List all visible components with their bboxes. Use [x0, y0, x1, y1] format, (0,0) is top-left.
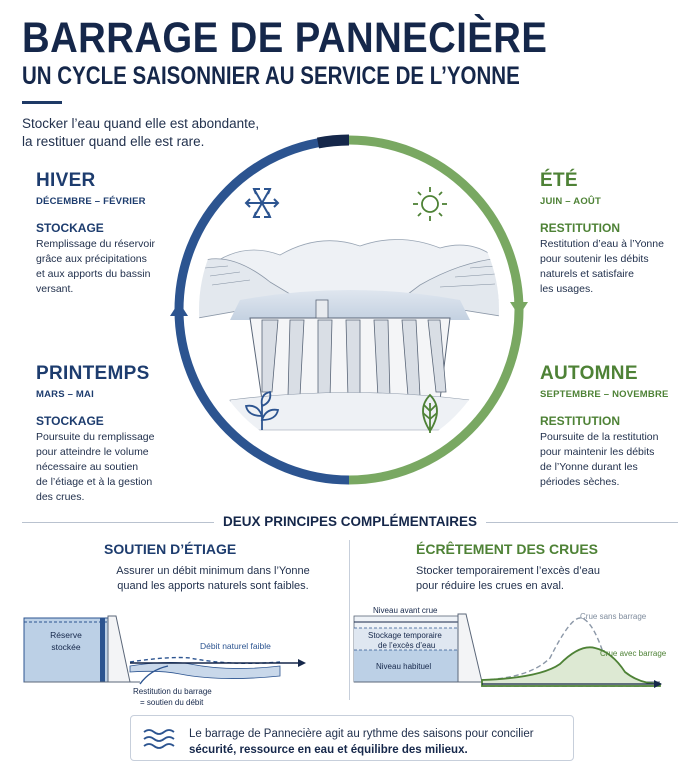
season-name: HIVER: [36, 170, 96, 191]
arrow-blue-up: [170, 302, 188, 316]
principle-left-heading: SOUTIEN D’ÉTIAGE: [104, 541, 237, 557]
description-line: périodes sèches.: [540, 476, 620, 488]
season-name: PRINTEMPS: [36, 363, 150, 384]
description-line: grâce aux précipitations: [36, 253, 147, 265]
crue-avec-label: Crue avec barrage: [600, 649, 667, 658]
season-months: SEPTEMBRE – NOVEMBRE: [540, 389, 669, 400]
description-line: pour soutenir les débits: [540, 253, 649, 265]
principle-line: Assurer un débit minimum dans l’Yonne: [116, 565, 310, 577]
season-months: MARS – MAI: [36, 389, 94, 400]
ring-top-cap: [316, 134, 350, 149]
intro-line-2: la restituer quand elle est rare.: [22, 134, 205, 149]
season-name: AUTOMNE: [540, 363, 638, 384]
etiage-diagram: Réserve stockée Débit naturel faible Res…: [23, 615, 306, 707]
principle-left-text: Assurer un débit minimum dans l’Yonne qu…: [98, 564, 328, 594]
niveau-habituel-label: Niveau habituel: [376, 662, 431, 671]
restitution-arrow: [139, 665, 169, 685]
principles-title: DEUX PRINCIPES COMPLÉMENTAIRES: [222, 514, 478, 529]
principles-column-divider: [349, 540, 350, 700]
temporary-storage: [354, 628, 458, 650]
description-line: Poursuite du remplissage: [36, 431, 155, 443]
intro-line-1: Stocker l’eau quand elle est abondante,: [22, 116, 260, 131]
footer-line: Le barrage de Pannecière agit au rythme …: [189, 728, 534, 740]
footer-text: Le barrage de Pannecière agit au rythme …: [189, 726, 534, 758]
description-line: Poursuite de la restitution: [540, 431, 659, 443]
restitution-label: Restitution du barrage: [133, 687, 212, 696]
season-description: Restitution d’eau à l’Yonne pour souteni…: [540, 237, 690, 297]
description-line: naturels et satisfaire: [540, 268, 634, 280]
season-hiver: HIVER DÉCEMBRE – FÉVRIER STOCKAGE Rempli…: [36, 170, 186, 297]
season-ete: ÉTÉ JUIN – AOÛT RESTITUTION Restitution …: [540, 170, 690, 297]
sprout-icon: [244, 390, 280, 430]
crue-sans-label: Crue sans barrage: [580, 612, 647, 621]
season-name: ÉTÉ: [540, 170, 578, 191]
page-subtitle: UN CYCLE SAISONNIER AU SERVICE DE L’YONN…: [22, 62, 520, 90]
description-line: les usages.: [540, 283, 594, 295]
description-line: pour atteindre le volume: [36, 446, 149, 458]
principle-right-text: Stocker temporairement l’excès d’eau pou…: [416, 564, 646, 594]
title-rule: [22, 101, 62, 104]
description-line: Restitution d’eau à l’Yonne: [540, 238, 664, 250]
dam-wall: [457, 613, 483, 683]
season-description: Poursuite de la restitution pour mainten…: [540, 430, 695, 490]
sun-icon: [413, 187, 447, 221]
footer-emphasis: sécurité, ressource en eau et équilibre …: [189, 744, 468, 756]
description-line: nécessaire au soutien: [36, 461, 139, 473]
river-water: [129, 662, 281, 679]
debit-label: Débit naturel faible: [200, 641, 271, 651]
season-description: Remplissage du réservoir grâce aux préci…: [36, 237, 186, 297]
stockage-label: Stockage temporaire: [368, 631, 442, 640]
restitution-stripe: [100, 618, 105, 682]
season-action: STOCKAGE: [36, 221, 104, 235]
usual-level-water: [354, 650, 458, 682]
arrow-green-down: [510, 302, 528, 316]
leaf-icon: [422, 393, 438, 433]
season-action: STOCKAGE: [36, 414, 104, 428]
season-printemps: PRINTEMPS MARS – MAI STOCKAGE Poursuite …: [36, 363, 186, 505]
waves-icon: [143, 729, 175, 749]
footer-box: Le barrage de Pannecière agit au rythme …: [130, 715, 574, 761]
page-title: BARRAGE DE PANNECIÈRE: [22, 14, 548, 62]
season-action: RESTITUTION: [540, 221, 620, 235]
curve-with-dam: [481, 646, 661, 687]
principle-line: quand les apports naturels sont faibles.: [117, 580, 309, 592]
snowflake-icon: [244, 188, 280, 218]
principle-right-heading: ÉCRÊTEMENT DES CRUES: [416, 541, 599, 557]
description-line: et aux apports du bassin: [36, 268, 151, 280]
niveau-avant-label: Niveau avant crue: [373, 606, 438, 615]
description-line: de l’Yonne durant les: [540, 461, 638, 473]
section-divider-left: [22, 522, 214, 523]
season-automne: AUTOMNE SEPTEMBRE – NOVEMBRE RESTITUTION…: [540, 363, 695, 490]
dam-wall: [107, 615, 131, 683]
dam-illustration: [199, 230, 499, 431]
description-line: versant.: [36, 283, 74, 295]
season-months: DÉCEMBRE – FÉVRIER: [36, 196, 146, 207]
season-months: JUIN – AOÛT: [540, 196, 601, 207]
crue-diagram: Niveau avant crue Stockage temporaire de…: [353, 606, 667, 688]
reserve-label: stockée: [51, 642, 81, 652]
season-action: RESTITUTION: [540, 414, 620, 428]
description-line: des crues.: [36, 491, 85, 503]
description-line: Remplissage du réservoir: [36, 238, 156, 250]
description-line: pour maintenir les débits: [540, 446, 655, 458]
season-description: Poursuite du remplissage pour atteindre …: [36, 430, 186, 505]
stockage-label: de l’excès d’eau: [378, 641, 435, 650]
section-divider-right: [486, 522, 678, 523]
principle-line: pour réduire les crues en aval.: [416, 580, 564, 592]
restitution-label: = soutien du débit: [140, 698, 204, 707]
principle-line: Stocker temporairement l’excès d’eau: [416, 565, 601, 577]
intro-text: Stocker l’eau quand elle est abondante, …: [22, 115, 282, 151]
description-line: de l’étiage et à la gestion: [36, 476, 153, 488]
reserve-label: Réserve: [50, 630, 82, 640]
